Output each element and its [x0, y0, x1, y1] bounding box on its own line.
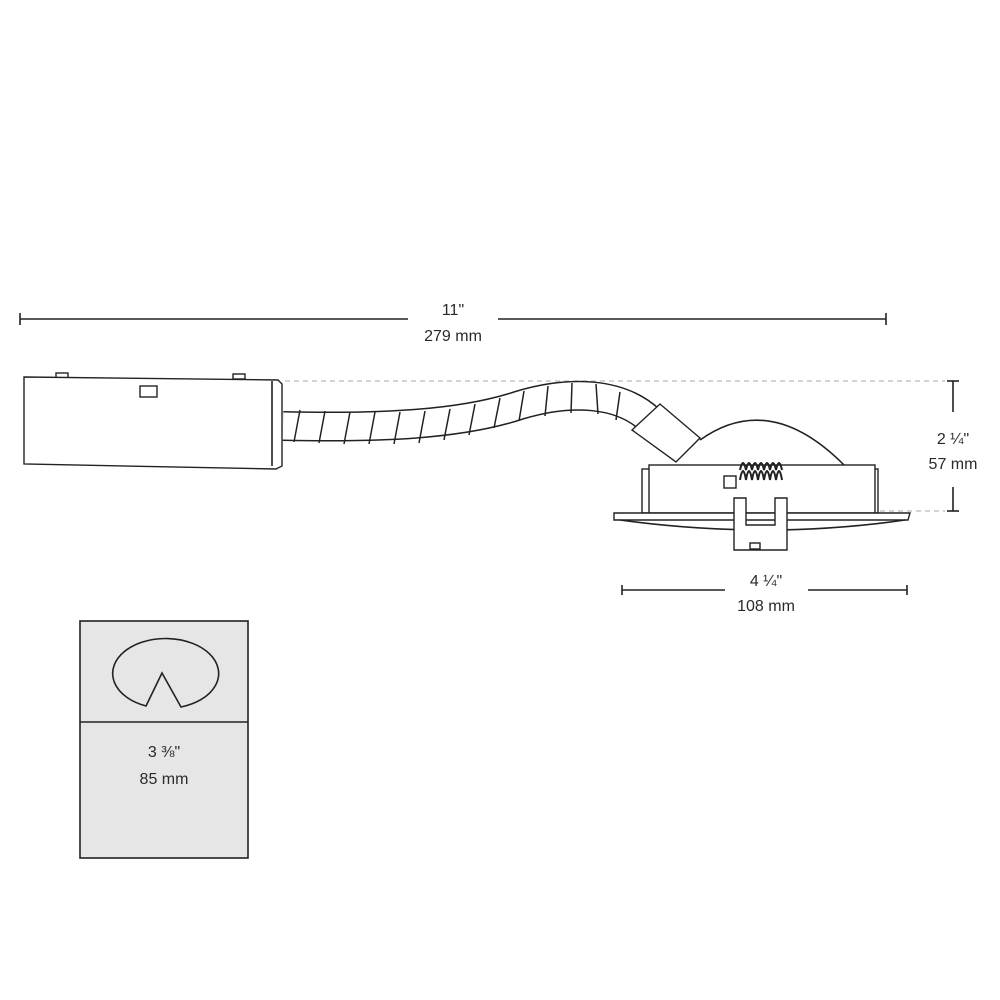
- trim-imperial: 4 ¼": [750, 573, 782, 590]
- length-dimension: 11" 279 mm: [19, 302, 887, 345]
- cutout-panel: 3 ⅜" 85 mm: [79, 620, 249, 859]
- length-metric: 279 mm: [424, 328, 482, 345]
- cutout-imperial: 3 ⅜": [148, 744, 180, 761]
- cutout-hole-icon: [111, 637, 220, 708]
- height-dimension: 2 ¼" 57 mm: [929, 380, 978, 512]
- downlight-fixture: [613, 419, 911, 551]
- trim-dimension: 4 ¼" 108 mm: [621, 573, 908, 615]
- length-imperial: 11": [442, 302, 464, 319]
- flex-conduit: [282, 380, 702, 463]
- trim-metric: 108 mm: [737, 598, 795, 615]
- height-metric: 57 mm: [929, 456, 978, 473]
- cutout-metric: 85 mm: [140, 771, 189, 788]
- height-imperial: 2 ¼": [937, 431, 969, 448]
- junction-box: [23, 372, 283, 470]
